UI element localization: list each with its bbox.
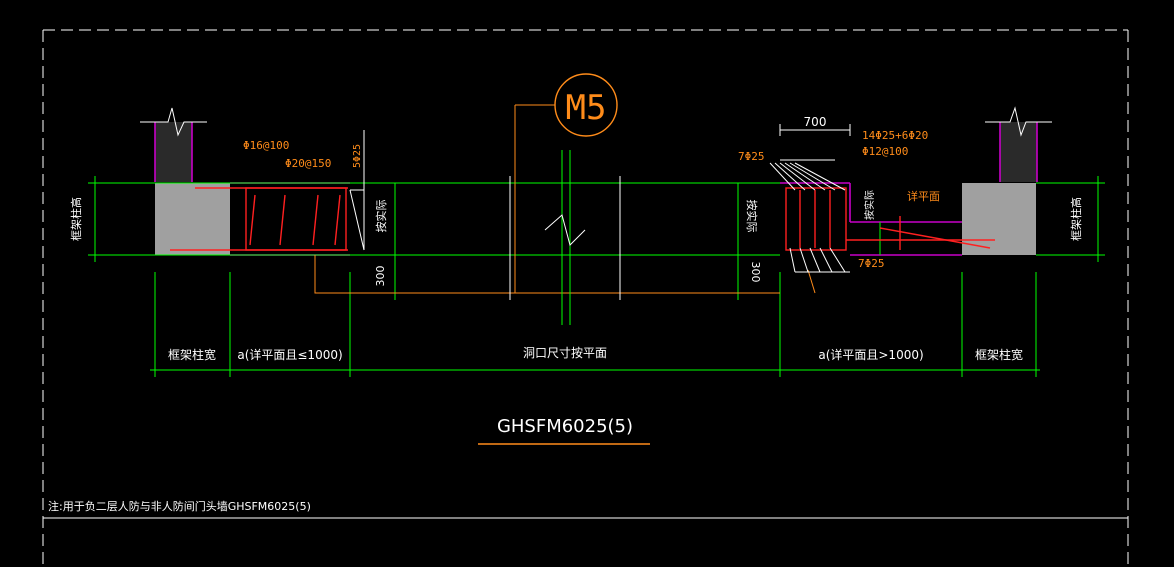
- label-right-column-width: 框架柱宽: [975, 347, 1023, 362]
- label-right-beam-height: 按实际: [745, 200, 759, 233]
- drawing-title: GHSFM6025(5): [497, 416, 633, 437]
- rebar-label-right-top-1: 14Φ25+6Φ20: [862, 129, 928, 142]
- rebar-label-left-top: Φ16@100: [243, 139, 289, 152]
- left-rebar-cage: [170, 130, 365, 251]
- drawing-note: 注:用于负二层人防与非人防间门头墙GHSFM6025(5): [48, 499, 311, 513]
- rebar-label-right-face: 详平面: [907, 189, 940, 203]
- dimension-right-300: 300: [749, 262, 762, 283]
- label-left-beam-height: 按实际: [374, 200, 388, 233]
- left-wall-stub: [140, 107, 207, 182]
- wall-outline: [230, 182, 962, 256]
- right-wall-stub: [985, 106, 1052, 182]
- leader-lines: [314, 104, 816, 294]
- rebar-label-right-top-2: Φ12@100: [862, 145, 908, 158]
- marker-circle: [554, 73, 618, 137]
- dimension-lines: [88, 176, 1105, 377]
- rebar-label-right-left: 7Φ25: [738, 150, 765, 163]
- sheet-border: [42, 29, 1129, 567]
- dimension-left-300: 300: [374, 266, 387, 287]
- label-left-span: a(详平面且≤1000): [237, 347, 342, 362]
- opening-break-line: [509, 150, 621, 325]
- rebar-label-left-mid: Φ20@150: [285, 157, 331, 170]
- label-right-span: a(详平面且>1000): [818, 347, 923, 362]
- right-column: [962, 183, 1036, 255]
- label-right-column-height: 框架柱高: [1069, 197, 1083, 241]
- dimension-top-700: 700: [804, 115, 827, 129]
- left-column: [155, 183, 230, 255]
- right-rebar-cage: [769, 124, 995, 273]
- label-left-column-height: 框架柱高: [69, 197, 83, 241]
- rebar-label-right-bottom: 7Φ25: [858, 257, 885, 270]
- label-right-inner: 按实际: [863, 190, 876, 220]
- rebar-label-left-vertical: 5Φ25: [352, 144, 363, 168]
- marker-label: M5: [566, 88, 607, 128]
- label-center-span: 洞口尺寸按平面: [523, 346, 607, 360]
- label-left-column-width: 框架柱宽: [168, 347, 216, 362]
